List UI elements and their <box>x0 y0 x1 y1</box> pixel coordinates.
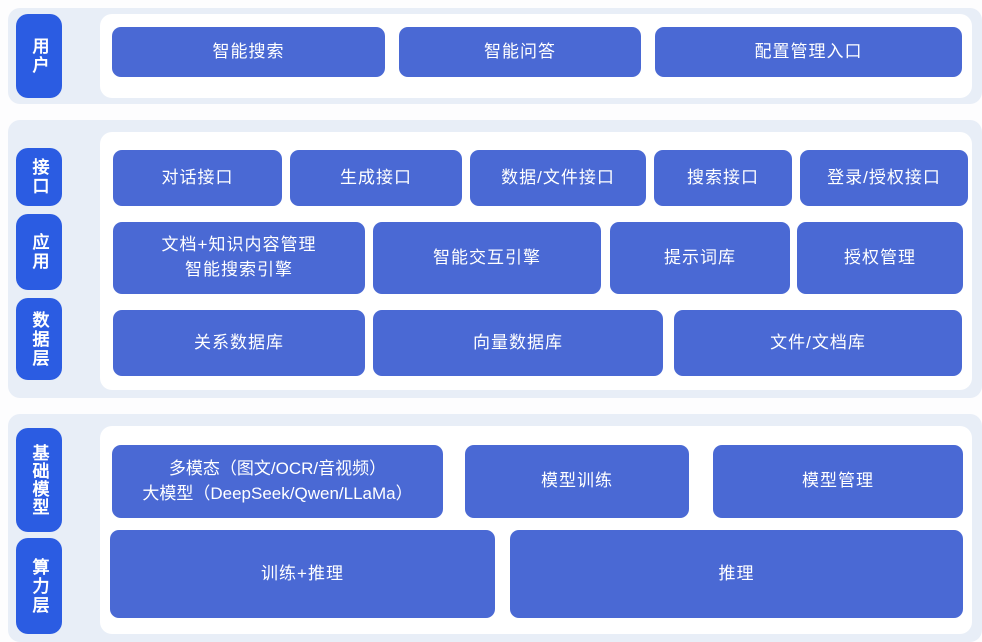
block-data-file-api: 数据/文件接口 <box>470 150 646 206</box>
row-foundation-model-blocks: 多模态（图文/OCR/音视频） 大模型（DeepSeek/Qwen/LLaMa）… <box>100 445 972 518</box>
block-multimodal-llm-line2: 大模型（DeepSeek/Qwen/LLaMa） <box>142 483 413 503</box>
block-relational-db: 关系数据库 <box>113 310 365 376</box>
block-interaction-engine: 智能交互引擎 <box>373 222 601 294</box>
block-smart-qa: 智能问答 <box>399 27 641 77</box>
block-generation-api: 生成接口 <box>290 150 462 206</box>
row-data-blocks: 关系数据库 向量数据库 文件/文档库 <box>100 310 972 376</box>
block-smart-search: 智能搜索 <box>112 27 385 77</box>
layer-label-compute: 算力层 <box>16 538 62 634</box>
row-user-blocks: 智能搜索 智能问答 配置管理入口 <box>100 27 972 77</box>
layer-label-interface: 接口 <box>16 148 62 206</box>
block-config-entry: 配置管理入口 <box>655 27 962 77</box>
block-multimodal-llm: 多模态（图文/OCR/音视频） 大模型（DeepSeek/Qwen/LLaMa） <box>112 445 443 518</box>
row-application-blocks: 文档+知识内容管理 智能搜索引擎 智能交互引擎 提示词库 授权管理 <box>100 222 972 294</box>
block-multimodal-llm-line1: 多模态（图文/OCR/音视频） <box>168 458 387 478</box>
layer-label-data: 数据层 <box>16 298 62 380</box>
layer-label-foundation-model: 基础模型 <box>16 428 62 532</box>
section-bottom-layers: 基础模型 算力层 多模态（图文/OCR/音视频） 大模型（DeepSeek/Qw… <box>8 414 982 642</box>
panel-middle-layers: 对话接口 生成接口 数据/文件接口 搜索接口 登录/授权接口 文档+知识内容管理… <box>100 132 972 390</box>
block-model-management: 模型管理 <box>713 445 963 518</box>
block-prompt-library: 提示词库 <box>610 222 790 294</box>
block-model-training: 模型训练 <box>465 445 689 518</box>
block-doc-knowledge-engine: 文档+知识内容管理 智能搜索引擎 <box>113 222 365 294</box>
block-inference: 推理 <box>510 530 963 618</box>
block-dialog-api: 对话接口 <box>113 150 282 206</box>
block-doc-knowledge-engine-line2: 智能搜索引擎 <box>185 260 293 279</box>
panel-user-layer: 智能搜索 智能问答 配置管理入口 <box>100 14 972 98</box>
panel-bottom-layers: 多模态（图文/OCR/音视频） 大模型（DeepSeek/Qwen/LLaMa）… <box>100 426 972 634</box>
layer-label-user: 用户 <box>16 14 62 98</box>
block-doc-knowledge-engine-line1: 文档+知识内容管理 <box>161 235 317 255</box>
block-training-inference: 训练+推理 <box>110 530 495 618</box>
layer-label-application: 应用 <box>16 214 62 290</box>
section-user-layer: 用户 智能搜索 智能问答 配置管理入口 <box>8 8 982 104</box>
block-login-auth-api: 登录/授权接口 <box>800 150 968 206</box>
section-middle-layers: 接口 应用 数据层 对话接口 生成接口 数据/文件接口 搜索接口 登录/授权接口… <box>8 120 982 398</box>
block-search-api: 搜索接口 <box>654 150 792 206</box>
row-compute-blocks: 训练+推理 推理 <box>100 530 972 618</box>
row-interface-blocks: 对话接口 生成接口 数据/文件接口 搜索接口 登录/授权接口 <box>100 150 972 206</box>
block-file-doc-store: 文件/文档库 <box>674 310 962 376</box>
block-auth-management: 授权管理 <box>797 222 963 294</box>
block-vector-db: 向量数据库 <box>373 310 663 376</box>
